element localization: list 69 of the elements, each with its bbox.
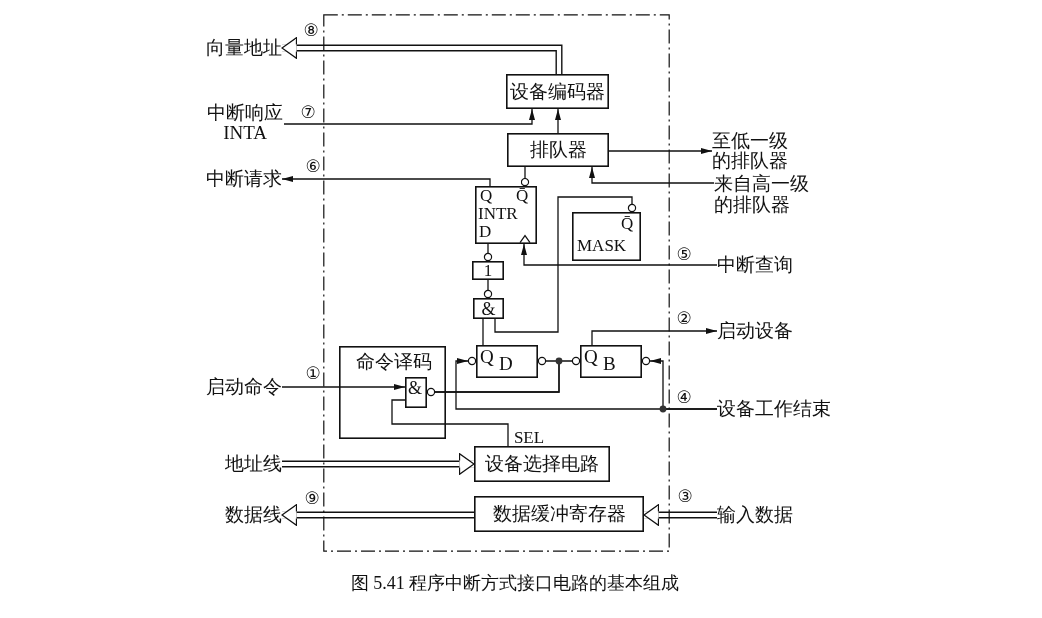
callout-number: ②: [676, 309, 692, 327]
logic-gate: [405, 377, 435, 408]
block-label: INTR: [478, 205, 518, 223]
function-block: [507, 133, 609, 167]
signal-label: 中断请求: [206, 168, 282, 190]
flip-flop: [475, 186, 537, 244]
pin-label: Q: [584, 347, 598, 367]
flip-flop: [572, 204, 641, 261]
signal-arrow: [589, 166, 715, 184]
interface-boundary: [323, 14, 670, 552]
signal-label: 中断查询: [717, 254, 793, 276]
signal-label: 设备工作结束: [717, 398, 831, 420]
pin-label: Q̄: [516, 187, 529, 205]
block-label: 排队器: [529, 140, 587, 160]
signal-label: 至低一级的排队器: [712, 131, 790, 171]
pin-label: D: [479, 223, 492, 241]
logic-gate: [473, 290, 504, 319]
block-label: MASK: [577, 237, 627, 255]
signal-label: 向量地址: [206, 37, 282, 59]
flip-flop: [572, 345, 650, 378]
block-label: 数据缓冲寄存器: [492, 504, 626, 524]
block-heading: 命令译码: [356, 352, 432, 372]
logic-gate: [472, 253, 504, 280]
block-label: 设备选择电路: [485, 454, 599, 474]
signal-wire: [520, 166, 530, 187]
signal-arrow: [283, 108, 535, 125]
callout-number: ③: [677, 487, 693, 505]
callout-number: ⑨: [304, 489, 320, 507]
pin-label: Q: [480, 347, 494, 367]
callout-number: ①: [305, 364, 321, 382]
flip-flop: [468, 345, 546, 378]
signal-arrow: [521, 243, 718, 266]
signal-arrow: [455, 358, 718, 410]
signal-wire: [494, 196, 633, 333]
callout-number: ⑥: [305, 157, 321, 175]
pin-label: D: [499, 354, 513, 374]
signal-wire: [391, 399, 509, 447]
signal-label: 地址线: [225, 453, 282, 475]
signal-arrow: [281, 176, 491, 187]
decoder-block: [339, 346, 446, 439]
callout-number: ⑧: [303, 21, 319, 39]
gate-label: &: [408, 379, 422, 398]
function-block: [474, 496, 644, 532]
signal-arrow: [555, 108, 561, 134]
function-block: [506, 74, 609, 109]
signal-arrow: [608, 148, 713, 154]
function-block: [474, 446, 610, 482]
figure-caption: 图 5.41 程序中断方式接口电路的基本组成: [350, 572, 680, 595]
signal-label: 启动设备: [717, 320, 793, 342]
signal-name: SEL: [513, 428, 545, 446]
callout-number: ⑦: [300, 103, 316, 121]
signal-wire: [482, 318, 484, 346]
signal-arrow: [591, 328, 718, 346]
gate-label: 1: [483, 261, 493, 280]
block-label: 设备编码器: [510, 81, 605, 102]
pin-label: Q: [480, 187, 493, 205]
signal-label: 数据线: [225, 504, 282, 526]
signal-wire: [487, 243, 489, 254]
pin-label: Q̄: [621, 215, 634, 233]
signal-label: 来自高一级的排队器: [714, 173, 811, 215]
signal-label: 输入数据: [717, 504, 793, 526]
callout-number: ⑤: [676, 245, 692, 263]
signal-arrow: [281, 384, 406, 390]
callout-number: ④: [676, 388, 692, 406]
signal-label: 启动命令: [206, 376, 282, 398]
signal-wire: [487, 279, 489, 291]
pin-label: B: [603, 354, 616, 374]
signal-label: 中断响应 INTA: [206, 103, 284, 143]
gate-label: &: [481, 299, 496, 318]
